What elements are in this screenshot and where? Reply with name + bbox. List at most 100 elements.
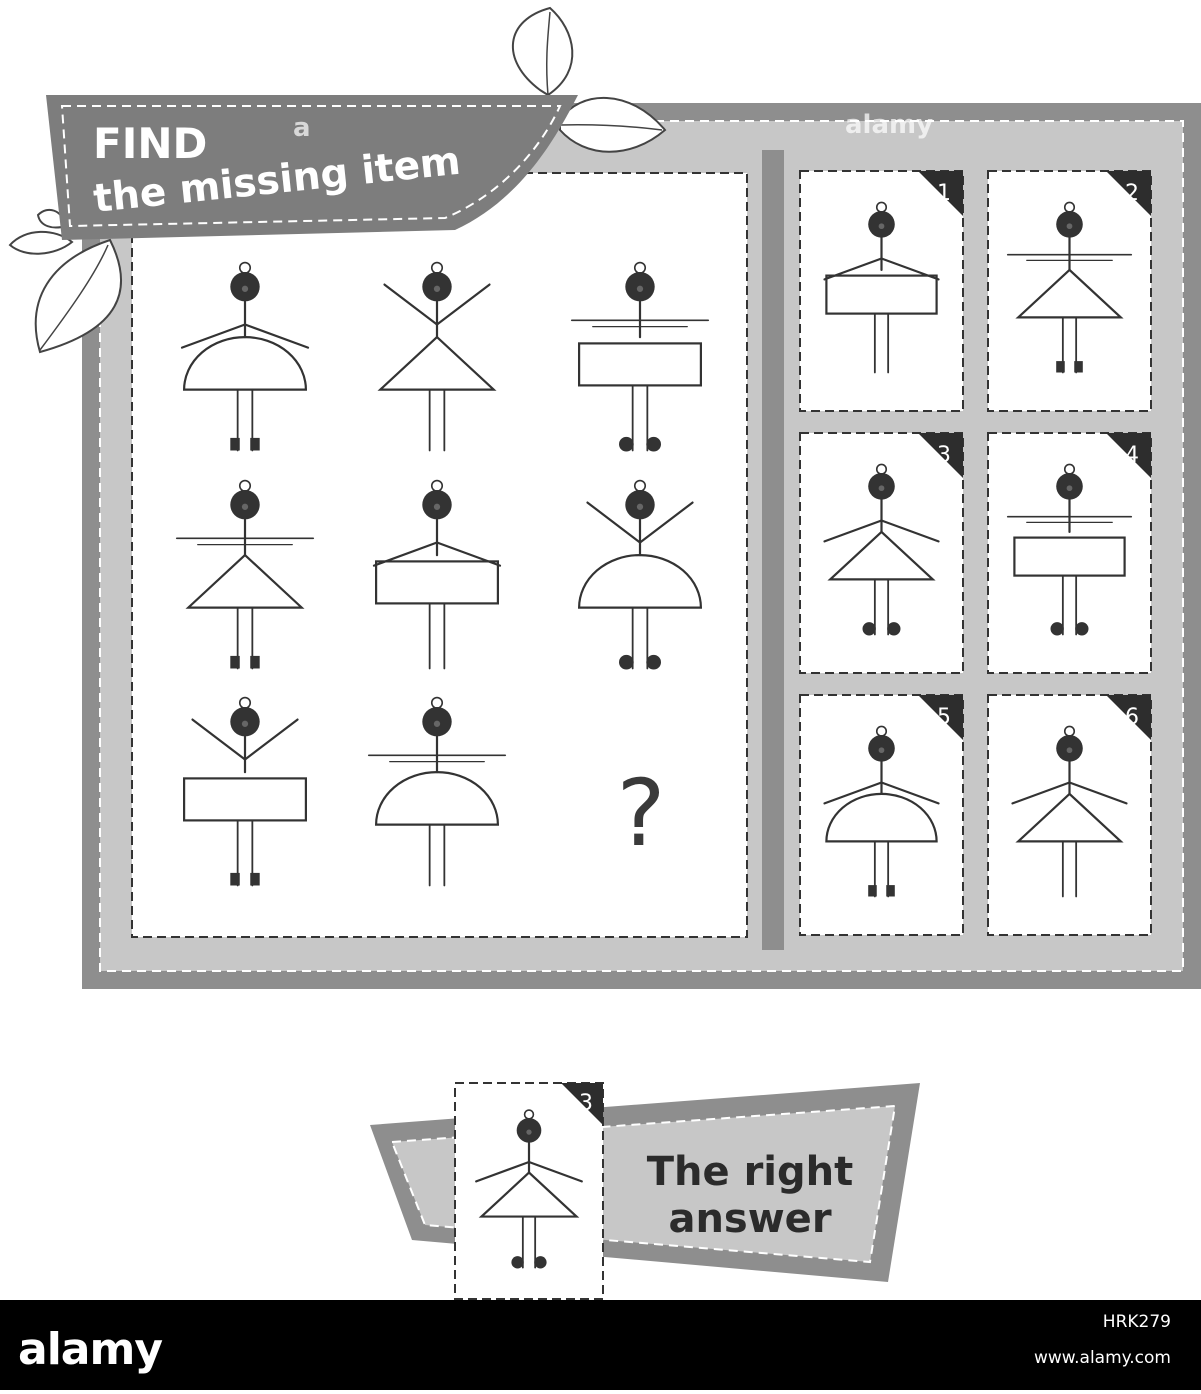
question-mark: ? bbox=[617, 760, 666, 867]
figure-body-semicircle bbox=[182, 336, 308, 391]
figure-hair-bun bbox=[430, 479, 444, 492]
figure-foot-left bbox=[1050, 622, 1064, 636]
figure-foot-right bbox=[886, 885, 895, 897]
figure-foot-left bbox=[230, 872, 240, 886]
figure-body-triangle bbox=[827, 530, 936, 581]
figure-body-rectangle bbox=[577, 342, 702, 387]
title-line-1: FIND bbox=[93, 119, 207, 168]
option-corner bbox=[918, 433, 963, 478]
figure-head bbox=[868, 735, 895, 762]
figure-hair-bun bbox=[238, 479, 252, 492]
figure-foot-right bbox=[534, 1256, 547, 1269]
puzzle-figure-2 bbox=[377, 261, 497, 452]
figure-head bbox=[1056, 473, 1083, 500]
puzzle-figure-7 bbox=[183, 696, 308, 887]
figure-hair-bun bbox=[1063, 725, 1076, 737]
figure-body-rectangle bbox=[183, 777, 308, 822]
frame-divider bbox=[762, 150, 784, 950]
figure-foot-left bbox=[619, 654, 634, 670]
figure-body-semicircle bbox=[825, 792, 938, 843]
option-number: 4 bbox=[1125, 443, 1139, 468]
figure-body-rectangle bbox=[375, 560, 500, 605]
figure-foot-left bbox=[1056, 361, 1065, 373]
figure-body-semicircle bbox=[577, 554, 703, 609]
figure-foot-left bbox=[230, 437, 240, 451]
leaf-icon bbox=[8, 6, 667, 354]
option-figure-6 bbox=[1011, 725, 1128, 898]
puzzle-figure-1 bbox=[180, 261, 310, 452]
puzzle-figure-4 bbox=[175, 479, 315, 670]
figure-head bbox=[868, 211, 895, 238]
option-corner bbox=[918, 695, 963, 740]
option-corner bbox=[1106, 695, 1151, 740]
figure-hair-bun bbox=[1063, 201, 1076, 213]
figure-foot-right bbox=[646, 436, 662, 452]
figure-head bbox=[1056, 211, 1083, 238]
option-figure-3 bbox=[823, 463, 940, 636]
option-card-border bbox=[799, 432, 964, 674]
figure-hair-bun bbox=[875, 463, 888, 475]
figure-head bbox=[868, 473, 895, 500]
option-corner bbox=[1106, 171, 1151, 216]
option-card-3: 3 bbox=[799, 432, 964, 674]
option-card-border bbox=[987, 694, 1152, 936]
option-number: 1 bbox=[937, 181, 951, 206]
puzzle-figure-5 bbox=[372, 479, 502, 670]
answer-number: 3 bbox=[579, 1091, 593, 1116]
option-figure-5 bbox=[823, 725, 940, 898]
answer-card: 3 bbox=[454, 1082, 604, 1300]
option-card-border bbox=[987, 432, 1152, 674]
option-card-1: 1 bbox=[799, 170, 964, 412]
watermark-text-top: alamy bbox=[845, 110, 933, 140]
figure-hair-bun bbox=[633, 261, 647, 274]
figure-foot-right bbox=[1075, 622, 1089, 636]
puzzle-grid bbox=[175, 261, 710, 887]
figure-foot-left bbox=[868, 885, 877, 897]
figure-head bbox=[625, 272, 655, 302]
option-number: 3 bbox=[937, 443, 951, 468]
figure-body-triangle bbox=[185, 553, 305, 609]
figure-head bbox=[230, 272, 260, 302]
figure-hair-bun bbox=[430, 696, 444, 709]
figure-head bbox=[230, 707, 260, 737]
figure-foot-right bbox=[250, 437, 260, 451]
figure-foot-left bbox=[230, 655, 240, 669]
figure-body-rectangle bbox=[825, 274, 938, 315]
option-number: 2 bbox=[1125, 181, 1139, 206]
figure-body-triangle bbox=[478, 1171, 580, 1218]
figure-foot-left bbox=[862, 622, 876, 636]
figure-hair-bun bbox=[875, 201, 888, 213]
figure-foot-left bbox=[619, 436, 634, 452]
footer-logo: alamy bbox=[18, 1324, 163, 1375]
option-card-border bbox=[987, 170, 1152, 412]
figure-foot-right bbox=[1074, 361, 1083, 373]
figure-hair-bun bbox=[875, 725, 888, 737]
figure-body-rectangle bbox=[1013, 536, 1126, 577]
figure-head bbox=[516, 1118, 542, 1143]
figure-hair-bun bbox=[238, 696, 252, 709]
answer-corner bbox=[561, 1083, 603, 1125]
figure-body-semicircle bbox=[374, 771, 500, 826]
option-card-border bbox=[799, 170, 964, 412]
option-card-4: 4 bbox=[987, 432, 1152, 674]
figure-hair-bun bbox=[1063, 463, 1076, 475]
figure-hair-bun bbox=[633, 479, 647, 492]
figure-foot-right bbox=[646, 654, 662, 670]
figure-foot-right bbox=[250, 655, 260, 669]
figure-body-triangle bbox=[1015, 792, 1124, 843]
figure-hair-bun bbox=[430, 261, 444, 274]
figure-hair-bun bbox=[523, 1109, 535, 1120]
footer-bar: alamy HRK279 www.alamy.com bbox=[0, 1300, 1201, 1390]
option-number: 6 bbox=[1125, 705, 1139, 730]
option-card-2: 2 bbox=[987, 170, 1152, 412]
option-corner bbox=[918, 171, 963, 216]
figure-hair-bun bbox=[238, 261, 252, 274]
answer-banner: The right answer bbox=[370, 1083, 920, 1282]
figure-foot-left bbox=[511, 1256, 524, 1269]
figure-head bbox=[422, 272, 452, 302]
answer-text-line-2: answer bbox=[668, 1196, 831, 1242]
option-card-6: 6 bbox=[987, 694, 1152, 936]
puzzle-figure-6 bbox=[577, 479, 703, 670]
